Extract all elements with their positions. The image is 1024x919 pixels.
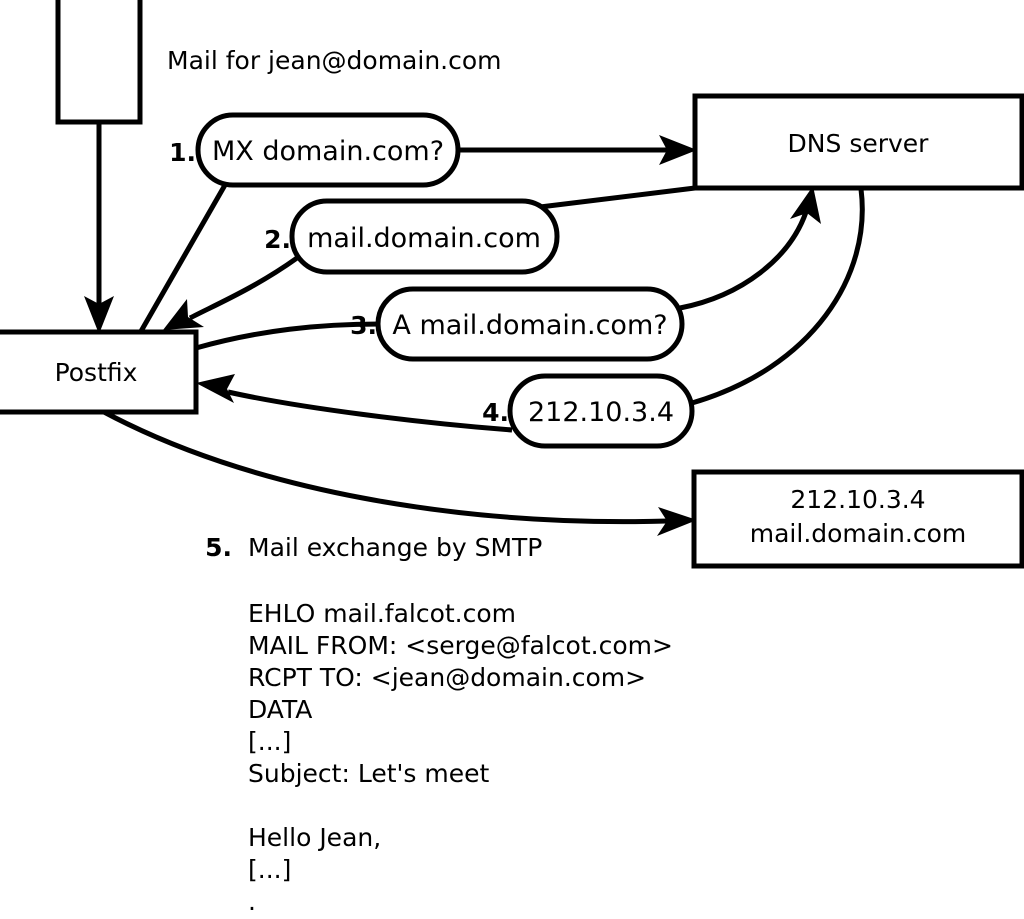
bubble-step-4-label: 212.10.3.4 (528, 397, 674, 428)
connector-postfix-to-bubble3 (195, 321, 381, 351)
step-number-3: 3. (350, 311, 377, 340)
bubble-step-2-label: mail.domain.com (307, 223, 541, 254)
smtp-line-9: . (248, 887, 256, 916)
smtp-line-0: EHLO mail.falcot.com (248, 599, 516, 628)
connector-bubble1-to-postfix (137, 183, 228, 335)
bubble-step-2[interactable]: mail.domain.com (289, 198, 560, 275)
step-5-caption: Mail exchange by SMTP (248, 533, 542, 562)
smtp-line-3: DATA (248, 695, 312, 724)
bubble-step-4[interactable]: 212.10.3.4 (507, 373, 695, 449)
step-number-1: 1. (169, 138, 196, 167)
node-dns-server-label: DNS server (788, 129, 930, 158)
node-postfix-label: Postfix (55, 358, 138, 387)
smtp-line-2: RCPT TO: <jean@domain.com> (248, 663, 646, 692)
bubble-step-1-label: MX domain.com? (212, 136, 444, 167)
bubble-step-3-label: A mail.domain.com? (392, 310, 667, 341)
bubble-step-3[interactable]: A mail.domain.com? (375, 286, 685, 362)
connector-bubble3-to-dns (679, 186, 821, 311)
smtp-line-8: [...] (248, 855, 291, 884)
bubble-step-1[interactable]: MX domain.com? (195, 112, 461, 188)
connector-client-to-postfix (84, 122, 114, 334)
node-mail-server-hostname: mail.domain.com (750, 519, 966, 548)
step-number-4: 4. (482, 398, 509, 427)
connector-bubble2-to-postfix (163, 255, 299, 330)
node-mail-server-ip: 212.10.3.4 (790, 485, 925, 514)
smtp-line-5: Subject: Let's meet (248, 759, 489, 788)
smtp-line-7: Hello Jean, (248, 823, 381, 852)
node-postfix-box[interactable]: Postfix (0, 329, 199, 415)
smtp-line-4: [...] (248, 727, 291, 756)
connector-dns-to-bubble2 (539, 185, 696, 210)
step-number-5: 5. (205, 533, 232, 562)
smtp-line-1: MAIL FROM: <serge@falcot.com> (248, 631, 673, 660)
mail-for-caption: Mail for jean@domain.com (167, 46, 502, 75)
connector-dns-to-bubble4 (691, 188, 865, 406)
node-mail-server-box[interactable]: 212.10.3.4 mail.domain.com (691, 469, 1024, 569)
node-client-box[interactable] (55, 0, 143, 125)
connector-query-mx-to-dns (458, 135, 697, 165)
step-number-2: 2. (264, 225, 291, 254)
connector-bubble4-to-postfix (196, 374, 513, 433)
node-dns-server-box[interactable]: DNS server (692, 93, 1024, 191)
connector-postfix-to-mailserver (102, 409, 697, 536)
